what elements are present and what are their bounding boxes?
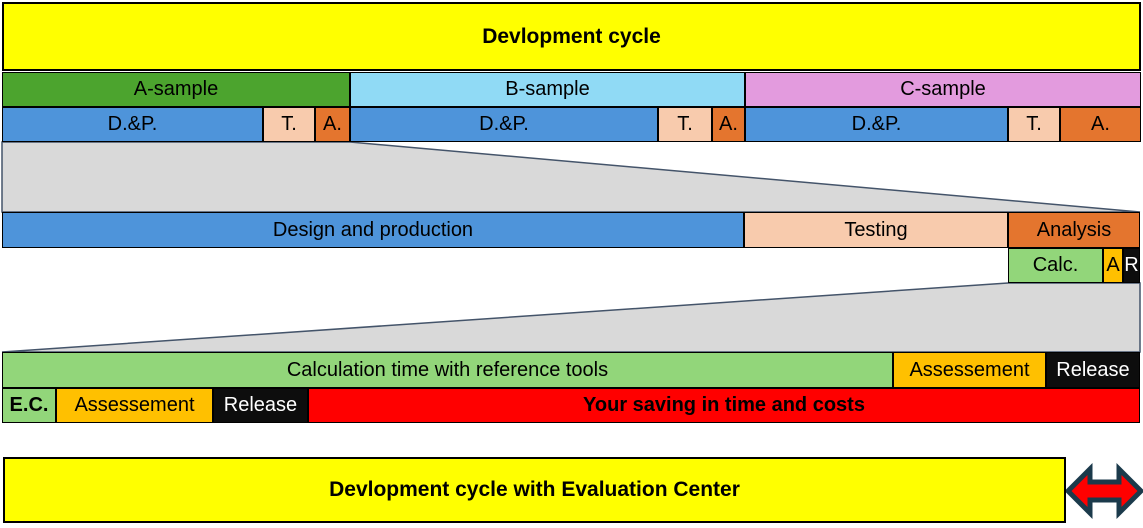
b-sample-analysis-cell: A.	[712, 107, 745, 142]
saving-bar: Your saving in time and costs	[308, 388, 1140, 423]
zoom-trapezoid-top	[1, 141, 1141, 213]
release-bar: Release	[1046, 352, 1140, 388]
a-sample-testing-cell: T.	[263, 107, 315, 142]
zoom-trapezoid-bottom	[1, 282, 1141, 353]
a-sample-bar: A-sample	[2, 72, 350, 107]
release-ec-cell: Release	[213, 388, 308, 423]
assessment-abbr-cell: A	[1103, 248, 1123, 283]
development-cycle-ec-title-bar: Devlopment cycle with Evaluation Center	[3, 457, 1066, 523]
evaluation-center-cell: E.C.	[2, 388, 56, 423]
c-sample-testing-cell: T.	[1008, 107, 1060, 142]
testing-bar: Testing	[744, 212, 1008, 248]
b-sample-bar: B-sample	[350, 72, 745, 107]
assessment-ec-cell: Assessement	[56, 388, 213, 423]
c-sample-bar: C-sample	[745, 72, 1141, 107]
double-headed-arrow-icon	[1066, 462, 1143, 520]
c-sample-design-production-cell: D.&P.	[745, 107, 1008, 142]
a-sample-analysis-cell: A.	[315, 107, 350, 142]
double-headed-arrow-shape	[1066, 462, 1143, 520]
development-cycle-title-bar: Devlopment cycle	[2, 2, 1141, 71]
calc-cell: Calc.	[1008, 248, 1103, 283]
analysis-bar: Analysis	[1008, 212, 1140, 248]
calculation-time-bar: Calculation time with reference tools	[2, 352, 893, 388]
design-and-production-bar: Design and production	[2, 212, 744, 248]
a-sample-design-production-cell: D.&P.	[2, 107, 263, 142]
assessment-bar: Assessement	[893, 352, 1046, 388]
c-sample-analysis-cell: A.	[1060, 107, 1141, 142]
b-sample-testing-cell: T.	[658, 107, 712, 142]
release-abbr-cell: R	[1123, 248, 1140, 283]
b-sample-design-production-cell: D.&P.	[350, 107, 658, 142]
